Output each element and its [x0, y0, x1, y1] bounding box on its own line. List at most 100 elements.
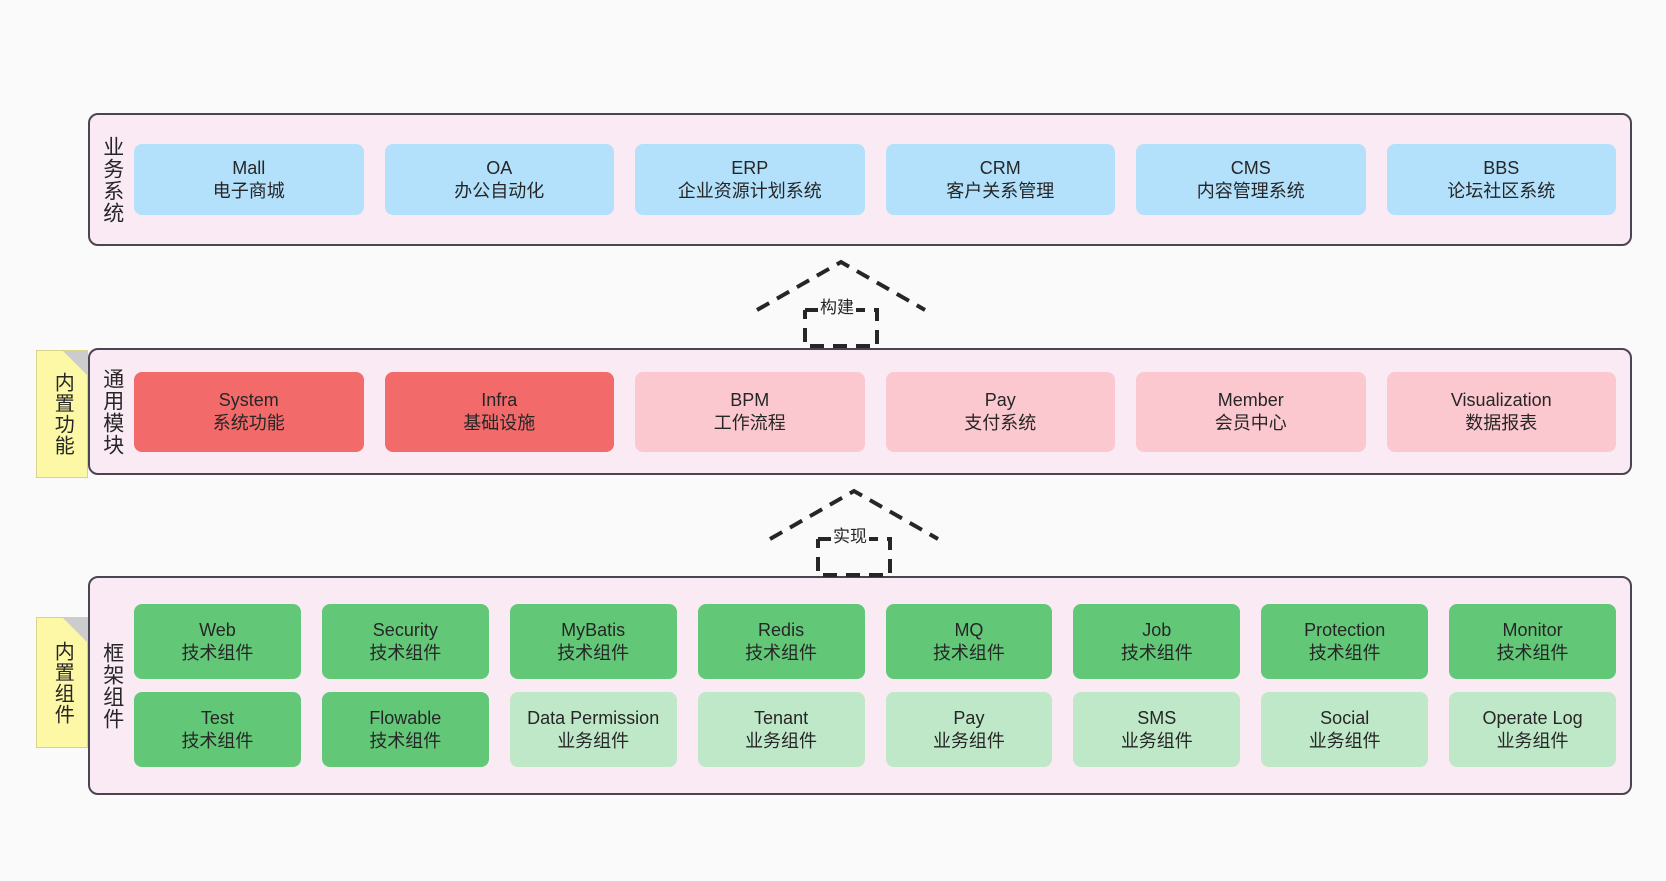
- card-test[interactable]: Test 技术组件: [134, 692, 301, 767]
- card-subtitle: 工作流程: [713, 412, 786, 433]
- card-title: OA: [486, 158, 513, 179]
- card-title: MQ: [954, 620, 984, 641]
- card-title: MyBatis: [561, 620, 626, 641]
- card-title: Monitor: [1502, 620, 1563, 641]
- card-member[interactable]: Member 会员中心: [1136, 371, 1366, 452]
- card-mq[interactable]: MQ 技术组件: [885, 604, 1053, 679]
- card-subtitle: 电子商城: [212, 180, 285, 201]
- card-web[interactable]: Web 技术组件: [134, 604, 301, 679]
- connector-realize: 实现: [768, 487, 948, 577]
- connector-label: 实现: [831, 522, 869, 547]
- note-fold-corner-icon: [63, 351, 87, 375]
- card-pay-business[interactable]: Pay 业务组件: [885, 692, 1053, 767]
- card-mybatis[interactable]: MyBatis 技术组件: [509, 604, 677, 679]
- layer-title-business-system: 业务系统: [100, 135, 124, 224]
- card-title: Protection: [1304, 620, 1386, 641]
- layer-body-common-modules: System 系统功能 Infra 基础设施 BPM 工作流程 Pay 支付系统…: [134, 350, 1630, 473]
- card-subtitle: 技术组件: [932, 642, 1005, 663]
- card-title: Pay: [984, 390, 1016, 411]
- card-title: Member: [1217, 390, 1284, 411]
- card-infra[interactable]: Infra 基础设施: [384, 371, 614, 452]
- card-title: Job: [1142, 620, 1172, 641]
- card-subtitle: 基础设施: [463, 412, 536, 433]
- card-row: Web 技术组件 Security 技术组件 MyBatis 技术组件 Redi…: [134, 604, 1616, 679]
- card-monitor[interactable]: Monitor 技术组件: [1449, 604, 1616, 679]
- layer-business-system: 业务系统 Mall 电子商城 OA 办公自动化 ERP 企业资源计划系统 CRM…: [88, 113, 1632, 246]
- card-row: System 系统功能 Infra 基础设施 BPM 工作流程 Pay 支付系统…: [134, 371, 1616, 452]
- generalization-arrowhead-icon: [769, 488, 939, 541]
- card-erp[interactable]: ERP 企业资源计划系统: [635, 144, 865, 215]
- card-mall[interactable]: Mall 电子商城: [134, 144, 364, 215]
- card-protection[interactable]: Protection 技术组件: [1261, 604, 1429, 679]
- card-tenant[interactable]: Tenant 业务组件: [697, 692, 865, 767]
- card-crm[interactable]: CRM 客户关系管理: [885, 144, 1115, 215]
- card-subtitle: 系统功能: [212, 412, 285, 433]
- card-row: Test 技术组件 Flowable 技术组件 Data Permission …: [134, 692, 1616, 767]
- sticky-note-label: 内置功能: [51, 372, 74, 456]
- layer-framework-components: 框架组件 Web 技术组件 Security 技术组件 MyBatis 技术组件…: [88, 576, 1632, 795]
- sticky-note-builtin-component[interactable]: 内置组件: [36, 617, 88, 748]
- sticky-note-label: 内置组件: [51, 640, 74, 725]
- card-title: Data Permission: [527, 708, 660, 729]
- card-title: Pay: [953, 708, 985, 729]
- card-title: Mall: [232, 158, 266, 179]
- card-subtitle: 业务组件: [557, 730, 630, 751]
- card-title: Tenant: [754, 708, 809, 729]
- card-subtitle: 业务组件: [1120, 730, 1193, 751]
- card-title: SMS: [1137, 708, 1177, 729]
- card-title: CRM: [979, 158, 1021, 179]
- card-bpm[interactable]: BPM 工作流程: [635, 371, 865, 452]
- card-oa[interactable]: OA 办公自动化: [384, 144, 614, 215]
- card-subtitle: 支付系统: [964, 412, 1037, 433]
- card-subtitle: 技术组件: [181, 730, 254, 751]
- card-title: Web: [199, 620, 236, 641]
- card-subtitle: 业务组件: [745, 730, 818, 751]
- card-title: ERP: [731, 158, 769, 179]
- generalization-arrowhead-icon: [756, 259, 926, 312]
- card-redis[interactable]: Redis 技术组件: [697, 604, 865, 679]
- card-subtitle: 技术组件: [1496, 642, 1569, 663]
- card-bbs[interactable]: BBS 论坛社区系统: [1386, 144, 1616, 215]
- card-sms[interactable]: SMS 业务组件: [1073, 692, 1241, 767]
- layer-common-modules: 通用模块 System 系统功能 Infra 基础设施 BPM 工作流程 Pay…: [88, 348, 1632, 475]
- card-social[interactable]: Social 业务组件: [1261, 692, 1429, 767]
- card-title: CMS: [1230, 158, 1271, 179]
- card-subtitle: 论坛社区系统: [1447, 180, 1556, 201]
- card-subtitle: 技术组件: [181, 642, 254, 663]
- card-title: Security: [372, 620, 438, 641]
- card-visualization[interactable]: Visualization 数据报表: [1386, 371, 1616, 452]
- card-cms[interactable]: CMS 内容管理系统: [1136, 144, 1366, 215]
- card-row: Mall 电子商城 OA 办公自动化 ERP 企业资源计划系统 CRM 客户关系…: [134, 144, 1616, 215]
- card-subtitle: 技术组件: [369, 642, 442, 663]
- card-subtitle: 技术组件: [369, 730, 442, 751]
- card-subtitle: 业务组件: [1308, 730, 1381, 751]
- layer-body-framework-components: Web 技术组件 Security 技术组件 MyBatis 技术组件 Redi…: [134, 578, 1630, 793]
- card-title: Redis: [758, 620, 805, 641]
- card-flowable[interactable]: Flowable 技术组件: [321, 692, 489, 767]
- card-subtitle: 技术组件: [1120, 642, 1193, 663]
- card-title: Operate Log: [1482, 708, 1583, 729]
- card-security[interactable]: Security 技术组件: [321, 604, 489, 679]
- card-job[interactable]: Job 技术组件: [1073, 604, 1241, 679]
- card-operate-log[interactable]: Operate Log 业务组件: [1449, 692, 1616, 767]
- layer-title-common-modules: 通用模块: [100, 367, 124, 456]
- card-title: BPM: [730, 390, 770, 411]
- card-title: Flowable: [369, 708, 442, 729]
- card-pay[interactable]: Pay 支付系统: [885, 371, 1115, 452]
- card-title: Test: [200, 708, 234, 729]
- layer-body-business-system: Mall 电子商城 OA 办公自动化 ERP 企业资源计划系统 CRM 客户关系…: [134, 115, 1630, 244]
- layer-title-framework-components: 框架组件: [100, 641, 124, 730]
- card-subtitle: 内容管理系统: [1196, 180, 1305, 201]
- sticky-note-builtin-feature[interactable]: 内置功能: [36, 350, 88, 478]
- card-title: System: [218, 390, 279, 411]
- card-title: Infra: [481, 390, 518, 411]
- card-subtitle: 企业资源计划系统: [677, 180, 822, 201]
- card-data-permission[interactable]: Data Permission 业务组件: [509, 692, 677, 767]
- card-title: BBS: [1483, 158, 1520, 179]
- card-subtitle: 数据报表: [1465, 412, 1538, 433]
- connector-label: 构建: [818, 293, 856, 318]
- note-fold-corner-icon: [63, 618, 87, 642]
- card-system[interactable]: System 系统功能: [134, 371, 364, 452]
- card-title: Visualization: [1450, 390, 1552, 411]
